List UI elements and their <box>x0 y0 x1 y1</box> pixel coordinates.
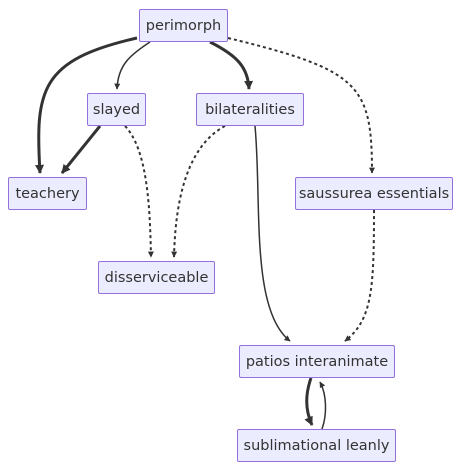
node-teachery: teachery <box>8 177 87 210</box>
edge-bilateralities-to-patios-interanimate <box>254 125 291 342</box>
edge-saussurea-essentials-to-patios-interanimate <box>344 209 375 342</box>
edge-slayed-to-teachery <box>60 125 102 174</box>
node-sublimational-leanly: sublimational leanly <box>237 429 396 462</box>
node-saussurea-essentials: saussurea essentials <box>295 177 453 210</box>
node-bilateralities: bilateralities <box>196 93 304 126</box>
edge-slayed-to-disserviceable <box>124 125 154 258</box>
edge-perimorph-to-slayed <box>114 41 151 90</box>
edge-bilateralities-to-disserviceable <box>171 125 226 258</box>
edge-perimorph-to-bilateralities <box>209 40 254 90</box>
node-perimorph: perimorph <box>139 9 228 42</box>
node-disserviceable: disserviceable <box>98 261 215 294</box>
edge-sublimational-leanly-to-patios-interanimate <box>319 381 327 430</box>
edge-patios-interanimate-to-sublimational-leanly <box>304 377 314 426</box>
node-patios-interanimate: patios interanimate <box>239 345 395 378</box>
node-slayed: slayed <box>87 93 146 126</box>
edge-perimorph-to-teachery <box>35 36 138 174</box>
